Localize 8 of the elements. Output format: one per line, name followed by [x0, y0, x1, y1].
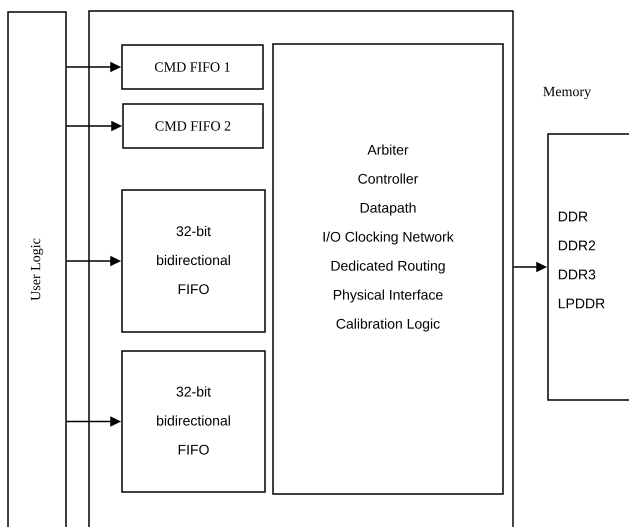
fifo-box: CMD FIFO 1 — [121, 44, 264, 90]
fifo-box: CMD FIFO 2 — [122, 103, 264, 149]
fifo-box: 32-bit bidirectional FIFO — [121, 350, 266, 493]
block-box — [88, 10, 514, 527]
user-logic-box: User Logic — [7, 11, 67, 527]
controller-box: Arbiter Controller Datapath I/O Clocking Network Dedicated Routing Physical Interface Calibration Logic — [272, 43, 504, 495]
fifo-box: 32-bit bidirectional FIFO — [121, 189, 266, 333]
memory-box: Memory DDR DDR2 DDR3 LPDDR — [543, 86, 629, 401]
